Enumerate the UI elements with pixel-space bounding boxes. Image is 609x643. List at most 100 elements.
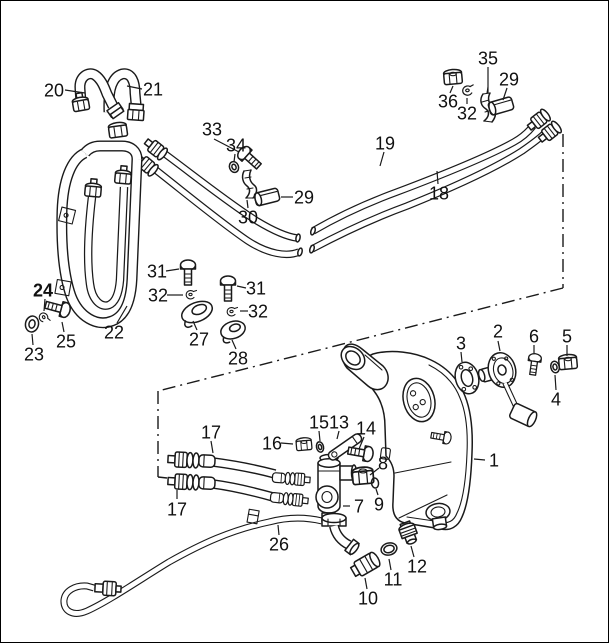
oil-tank [340, 343, 473, 531]
part-label-14: 14 [356, 419, 376, 439]
leader-line-1 [473, 458, 486, 461]
leader-line-29-top [502, 87, 508, 101]
leader-line-17-upper [210, 440, 214, 454]
bolt-31-left [179, 259, 197, 286]
pipe-26 [64, 508, 322, 613]
part-label-16: 16 [262, 434, 282, 454]
tank-tab [379, 447, 391, 460]
filler-neck [340, 343, 389, 391]
part-label-3: 3 [456, 334, 466, 354]
part-label-15: 15 [309, 413, 329, 433]
part-label-20: 20 [44, 81, 64, 101]
leader-line-4 [554, 374, 557, 391]
bolt-31-right [219, 275, 237, 302]
plug-10 [349, 551, 381, 578]
nut-36 [442, 67, 464, 86]
fitting-12 [398, 520, 418, 545]
part-label-22: 22 [104, 323, 124, 343]
part-label-6: 6 [529, 327, 539, 347]
leader-line-36 [449, 85, 454, 94]
part-label-29-top: 29 [499, 70, 519, 90]
part-label-28: 28 [228, 349, 248, 369]
clip-32-top [461, 84, 476, 97]
part-label-12: 12 [407, 557, 427, 577]
part-label-24: 24 [33, 281, 53, 301]
o-ring-9 [370, 477, 380, 489]
part-label-17-lower: 17 [167, 500, 187, 520]
part-label-27: 27 [189, 330, 209, 350]
leader-line-33 [213, 138, 240, 153]
leader-line-13 [336, 430, 340, 440]
hose-nut [107, 120, 129, 139]
leader-line-27 [192, 320, 198, 331]
leader-line-26 [277, 524, 280, 536]
flange-2 [477, 351, 538, 428]
leader-line-31-left [165, 268, 180, 272]
part-label-30: 30 [238, 208, 258, 228]
leader-line-16 [280, 442, 294, 445]
sleeve-29-top [487, 96, 515, 116]
part-label-32-right: 32 [248, 302, 268, 322]
part-label-7: 7 [354, 497, 364, 517]
part-label-26: 26 [269, 535, 289, 555]
washer-23 [24, 315, 40, 333]
artwork [24, 67, 579, 614]
part-label-8: 8 [378, 454, 388, 474]
leader-line-12 [410, 545, 415, 558]
leader-line-23 [31, 333, 34, 346]
clip-24 [37, 310, 51, 326]
part-label-31-left: 31 [147, 262, 167, 282]
part-label-18: 18 [429, 184, 449, 204]
part-label-32-top: 32 [457, 104, 477, 124]
leader-line-18 [436, 170, 439, 185]
clamp-28 [220, 320, 246, 344]
washer-11 [380, 542, 398, 556]
sleeve-29-mid [253, 187, 281, 207]
part-label-11: 11 [384, 570, 403, 590]
washer-15 [315, 441, 325, 453]
leader-line-21 [126, 85, 143, 90]
cooler-fitting-a [83, 177, 103, 198]
part-label-13: 13 [329, 413, 349, 433]
part-label-19: 19 [375, 134, 395, 154]
leader-lines [31, 67, 568, 590]
oil-cooler [54, 146, 137, 323]
cooler-bracket-upper [58, 206, 77, 225]
bolt-6 [525, 352, 543, 377]
cooler-bracket-lower [54, 278, 72, 297]
elbow-fitting [321, 512, 360, 556]
part-label-33: 33 [202, 120, 222, 140]
hose-20 [70, 74, 129, 139]
leader-line-31-right [236, 285, 247, 289]
part-label-9: 9 [374, 495, 384, 515]
hose-21 [109, 74, 145, 122]
oil-lines-18-19 [132, 107, 564, 257]
leader-line-19 [379, 151, 385, 167]
leader-line-22 [116, 305, 128, 324]
clip-32-right [226, 306, 239, 317]
part-label-34: 34 [226, 136, 246, 156]
part-label-5: 5 [562, 327, 572, 347]
leader-line-15 [318, 430, 321, 442]
part-label-36: 36 [438, 92, 458, 112]
washer-34 [228, 160, 240, 174]
part-label-23: 23 [24, 345, 44, 365]
gasket-3 [454, 361, 480, 395]
part-label-10: 10 [358, 589, 378, 609]
part-label-4: 4 [551, 390, 561, 410]
tank-boss [402, 377, 436, 423]
leader-line-11 [388, 558, 392, 571]
pipe-26-fitting [94, 580, 122, 597]
t-fitting-7 [315, 453, 358, 523]
clamp-27 [180, 300, 214, 328]
clip-32-left [185, 289, 198, 300]
part-label-35: 35 [478, 49, 498, 69]
leader-line-9 [375, 488, 379, 496]
leader-line-10 [364, 577, 368, 590]
part-label-2: 2 [493, 322, 503, 342]
nut-8 [350, 465, 375, 486]
leader-line-2 [497, 340, 501, 352]
